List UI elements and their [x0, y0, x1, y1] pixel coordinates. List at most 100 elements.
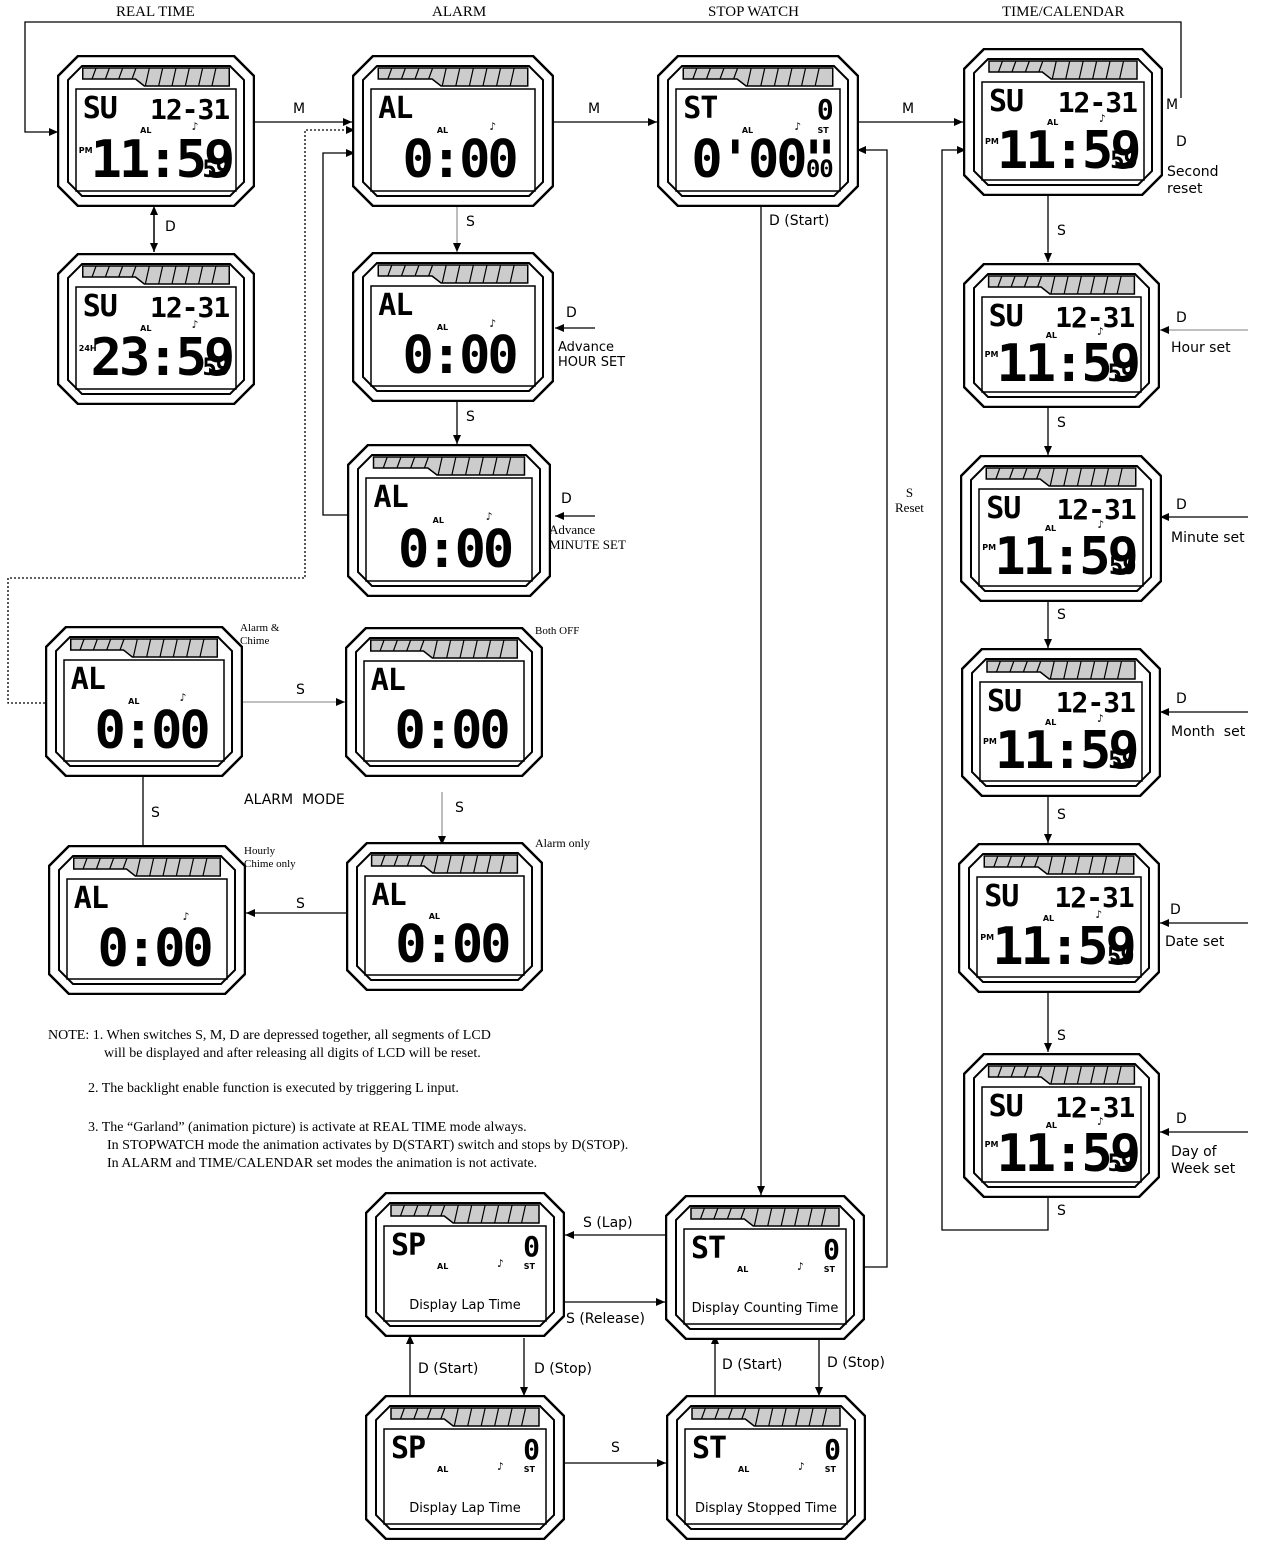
lcd-pm-indicator: 24H: [78, 344, 97, 354]
lcd-al-indicator: AL: [1045, 331, 1058, 341]
lcd-date-text: 12-31: [1057, 86, 1138, 119]
lcd-pm-indicator: PM: [983, 737, 997, 747]
watch-frame: [57, 253, 255, 405]
label-advance-minute-set: Advance MINUTE SET: [549, 522, 626, 552]
label-d-start: D (Start): [769, 213, 830, 229]
lcd-date-text: 12-31: [1056, 493, 1136, 526]
lcd-time-digits: 11:59: [90, 130, 236, 191]
label-s: S: [455, 800, 464, 816]
lcd-mode-text: ST: [691, 1231, 726, 1266]
lcd-al-indicator: AL: [436, 126, 449, 136]
label-s-reset: S Reset: [895, 485, 924, 515]
lcd-date-text: 12-31: [149, 93, 230, 126]
lcd-pm-indicator: PM: [985, 136, 999, 146]
watch-frame: [352, 55, 554, 207]
label-d: D: [566, 305, 577, 321]
header-stop-watch: STOP WATCH: [708, 4, 799, 20]
lcd-st-indicator: ST: [817, 126, 829, 136]
lcd-time-digits: 11:59: [996, 334, 1141, 395]
label-s-release: S (Release): [566, 1311, 645, 1327]
watch-frame: [958, 843, 1160, 993]
lcd-pm-indicator: PM: [984, 350, 999, 359]
watch-frame: [961, 648, 1161, 797]
label-m: M: [1166, 97, 1179, 113]
lcd-date-text: 12-31: [1055, 686, 1136, 719]
lcd-date-text: 0: [816, 93, 834, 126]
label-s-lap: S (Lap): [583, 1215, 633, 1231]
label-month-set: Month set: [1171, 724, 1246, 740]
lcd-al-indicator: AL: [1047, 117, 1059, 127]
watch-frame: [48, 845, 246, 995]
watch-frame: [352, 252, 554, 402]
lcd-al-indicator: AL: [432, 515, 444, 525]
lcd-mode-text: AL: [70, 662, 106, 697]
watch-frame: [963, 1053, 1160, 1198]
bell-icon: ♪: [1096, 325, 1104, 339]
lcd-mode-text: SP: [391, 1431, 426, 1466]
bell-icon: ♪: [191, 318, 199, 332]
lcd-seconds-digits: 00: [805, 155, 834, 184]
label-d-stop: D (Stop): [534, 1361, 592, 1377]
label-alarm-chime: Alarm & Chime: [240, 622, 280, 647]
label-day-of-week-set: Day of Week set: [1171, 1144, 1236, 1177]
lcd-mode-text: SU: [989, 84, 1024, 119]
bell-icon: ♪: [497, 1460, 504, 1474]
lcd-mode-text: SU: [986, 491, 1021, 526]
lcd-date-text: 12-31: [1055, 1091, 1135, 1124]
lcd-al-indicator: AL: [140, 126, 152, 136]
lcd-al-indicator: AL: [128, 696, 140, 706]
lcd-time-digits: 23:59: [90, 328, 236, 389]
lcd-mode-text: ST: [683, 91, 718, 126]
label-d: D: [1170, 902, 1181, 918]
bell-icon: ♪: [797, 1260, 804, 1274]
watch-frame: [666, 1395, 866, 1540]
lcd-mode-text: AL: [73, 881, 109, 916]
bell-icon: ♪: [191, 120, 199, 134]
lcd-pm-indicator: PM: [984, 1140, 999, 1149]
lcd-st-indicator: ST: [523, 1464, 535, 1474]
label-alarm-mode: ALARM MODE: [244, 792, 345, 808]
label-d-start: D (Start): [418, 1361, 479, 1377]
label-alarm-only: Alarm only: [535, 836, 590, 850]
lcd-al-indicator: AL: [437, 1464, 449, 1474]
watch-frame: [963, 263, 1160, 408]
lcd-mode-text: AL: [378, 91, 413, 126]
lcd-st-indicator: ST: [523, 1261, 535, 1271]
header-time-calendar: TIME/CALENDAR: [1002, 4, 1125, 20]
lcd-mode-text: SU: [988, 299, 1024, 334]
lcd-seconds-digits: 59: [202, 353, 230, 382]
bell-icon: ♪: [489, 316, 496, 330]
lcd-mode-text: AL: [370, 663, 406, 698]
note-2: 2. The backlight enable function is exec…: [88, 1081, 459, 1096]
lcd-date-text: 12-31: [1055, 301, 1135, 334]
label-d: D: [165, 219, 176, 235]
lcd-al-indicator: AL: [1042, 913, 1055, 923]
lcd-pm-indicator: PM: [980, 933, 995, 942]
lcd-mode-text: AL: [373, 480, 409, 515]
lcd-mode-text: SU: [82, 91, 118, 126]
bell-icon: ♪: [798, 1460, 805, 1474]
lcd-caption: Display Stopped Time: [694, 1500, 838, 1516]
lcd-time-digits: 11:59: [996, 1124, 1141, 1185]
label-s: S: [296, 682, 305, 698]
label-d: D: [561, 491, 572, 507]
label-both-off: Both OFF: [535, 625, 580, 637]
